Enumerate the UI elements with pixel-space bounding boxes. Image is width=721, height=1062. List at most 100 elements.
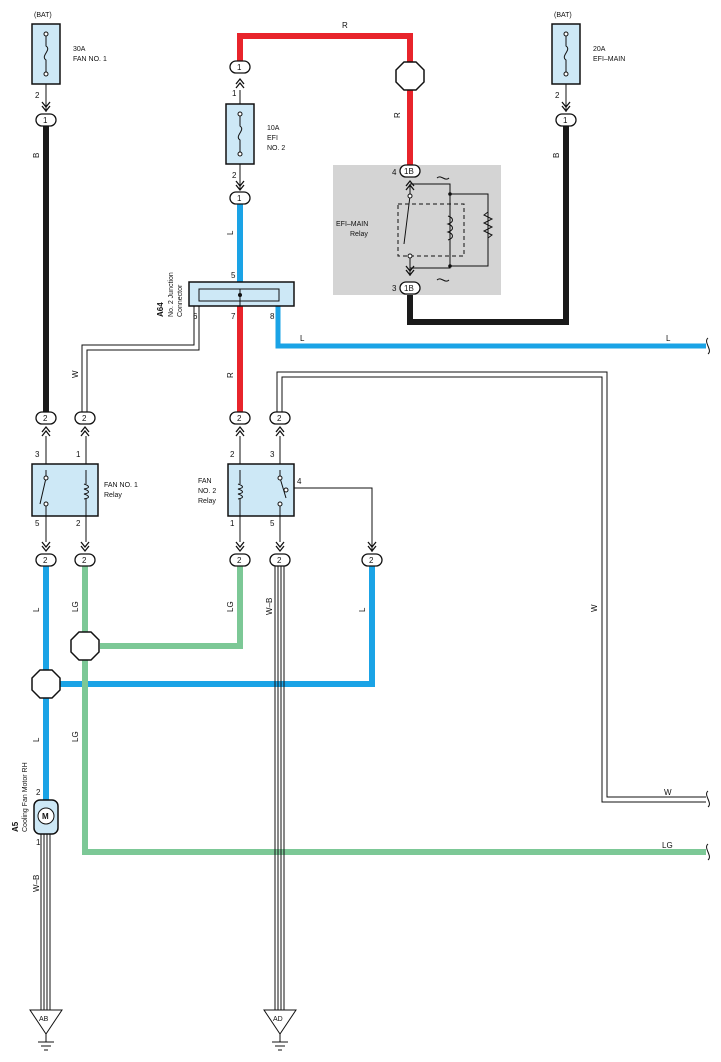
fuse-efi2: 10A EFI NO. 2 1 2 xyxy=(225,89,285,190)
pill-relay-row-4: 2 xyxy=(269,411,291,425)
ground-ad-label: AD xyxy=(273,1016,283,1023)
splice-lg xyxy=(70,631,100,661)
pill-text: 2 xyxy=(237,556,242,565)
relay-efi-main-pin-top: 4 xyxy=(392,168,397,177)
pill-text: 2 xyxy=(82,556,87,565)
pill-text: 1B xyxy=(404,167,414,176)
relay-fan2-number: NO. 2 xyxy=(198,488,216,495)
bat-label-left: (BAT) xyxy=(34,12,52,19)
fuse-efi-main: (BAT) 20A EFI–MAIN 2 xyxy=(551,12,625,100)
wire-w-right xyxy=(276,371,706,803)
wire-b-right xyxy=(407,126,569,325)
motor-code: A5 xyxy=(11,821,20,832)
wires xyxy=(40,33,706,1010)
wire-label-w-left: W xyxy=(71,370,80,378)
wire-w-junction xyxy=(81,306,200,418)
fuse-efi-main-name: EFI–MAIN xyxy=(593,56,625,63)
pill-efi-main-bottom: 1B xyxy=(399,281,421,295)
wire-l-horizontal xyxy=(60,566,375,687)
relay-fan2-pin-3: 3 xyxy=(270,450,275,459)
pill-text: 2 xyxy=(277,414,282,423)
relay-efi-main-pin-bottom: 3 xyxy=(392,284,397,293)
continuation-marks xyxy=(706,337,710,861)
wire-label-r-junction: R xyxy=(226,372,235,378)
fuse-efi2-pin-top: 1 xyxy=(232,89,237,98)
wire-wb-ad xyxy=(274,566,285,1010)
splice-top-right xyxy=(395,61,425,91)
pill-relay-out-3: 2 xyxy=(229,553,251,567)
wire-label-wb-ab: W–B xyxy=(32,875,41,892)
motor-name: Cooling Fan Motor RH xyxy=(22,762,29,832)
junction-pin-6: 6 xyxy=(193,312,198,321)
wire-lg-relay2 xyxy=(100,566,243,649)
pill-text: 2 xyxy=(237,414,242,423)
pill-text: 2 xyxy=(43,414,48,423)
pill-relay-out-4: 2 xyxy=(269,553,291,567)
relay-fan2-pin-2: 2 xyxy=(230,450,235,459)
fuse-fan1-name: FAN NO. 1 xyxy=(73,56,107,63)
wire-label-lg-left-b: LG xyxy=(71,731,80,742)
pill-text: 2 xyxy=(82,414,87,423)
fuse-fan1: (BAT) 30A FAN NO. 1 2 xyxy=(31,12,107,100)
pill-relay-out-5: 2 xyxy=(361,553,383,567)
wire-label-l-left-a: L xyxy=(32,607,41,612)
ground-ad: AD xyxy=(263,1009,297,1051)
relay-efi-main-box xyxy=(333,165,501,295)
wire-label-l-fuse: L xyxy=(226,230,235,235)
pill-efi2-bottom: 1 xyxy=(229,191,251,205)
pill-relay-row-2: 2 xyxy=(74,411,96,425)
connector-pins: 1 1 1 1 1B 1B 2 2 2 2 2 2 2 2 2 xyxy=(35,60,577,567)
relay-fan1-pin-5: 5 xyxy=(35,519,40,528)
junction-name-1: No. 2 Junction xyxy=(168,272,175,317)
pill-efi-main-fuse: 1 xyxy=(555,113,577,127)
wire-labels: R R B B L L L W R L LG LG W–B L W L LG W… xyxy=(32,21,673,892)
relay-fan2-body xyxy=(227,463,295,517)
wire-lg-left xyxy=(82,566,706,855)
relay-fan1-pin-2: 2 xyxy=(76,519,81,528)
wire-label-l-pin4: L xyxy=(358,607,367,612)
relay-fan2-pin-4: 4 xyxy=(297,477,302,486)
junction-name-2: Connector xyxy=(177,284,184,317)
fuse-fan1-pin: 2 xyxy=(35,91,40,100)
wire-label-lg-relay2: LG xyxy=(226,601,235,612)
ground-ab: AB xyxy=(29,1009,63,1051)
pill-text: 1 xyxy=(237,194,242,203)
pill-efi-main-top: 1B xyxy=(399,164,421,178)
pill-text: 1B xyxy=(404,284,414,293)
pill-relay-row-1: 2 xyxy=(35,411,57,425)
junction-connector: 5 6 7 8 A64 No. 2 Junction Connector xyxy=(156,271,295,321)
fuse-efi2-rating: 10A xyxy=(267,125,280,132)
relay-fan1-relay: Relay xyxy=(104,492,122,499)
relay-fan1-name: FAN NO. 1 xyxy=(104,482,138,489)
fuse-efi2-icon xyxy=(237,114,243,154)
fuse-efi2-name: EFI xyxy=(267,135,278,142)
pill-fan1-fuse: 1 xyxy=(35,113,57,127)
pill-text: 2 xyxy=(277,556,282,565)
wire-label-w-end: W xyxy=(664,788,672,797)
pill-text: 2 xyxy=(369,556,374,565)
junction-pin-8: 8 xyxy=(270,312,275,321)
wire-label-b-left: B xyxy=(32,153,41,158)
splice-l xyxy=(31,669,61,699)
wire-label-r-top: R xyxy=(342,21,348,30)
cooling-fan-motor: M 2 1 A5 Cooling Fan Motor RH xyxy=(11,762,59,847)
relay-fan1: FAN NO. 1 Relay 3 1 5 2 xyxy=(31,450,138,528)
wire-r-top xyxy=(237,33,413,66)
junction-pin-7: 7 xyxy=(231,312,236,321)
wire-relay2-pin4 xyxy=(285,487,373,552)
wire-label-l-right-b: L xyxy=(666,334,671,343)
fuse-efi2-number: NO. 2 xyxy=(267,145,285,152)
wire-label-l-left-b: L xyxy=(32,737,41,742)
fuse-efi2-pin-bottom: 2 xyxy=(232,171,237,180)
motor-symbol: M xyxy=(42,812,49,821)
relay-fan2-relay: Relay xyxy=(198,498,216,505)
wire-label-b-right: B xyxy=(552,153,561,158)
pill-relay-out-2: 2 xyxy=(74,553,96,567)
relay-fan2: FAN NO. 2 Relay 2 3 4 1 5 xyxy=(198,450,302,528)
relay-fan1-pin-1: 1 xyxy=(76,450,81,459)
junction-code: A64 xyxy=(156,302,165,317)
relay-efi-main: EFI–MAIN Relay 4 3 xyxy=(333,165,501,295)
splices xyxy=(31,61,425,699)
relay-efi-main-name: EFI–MAIN xyxy=(336,221,368,228)
